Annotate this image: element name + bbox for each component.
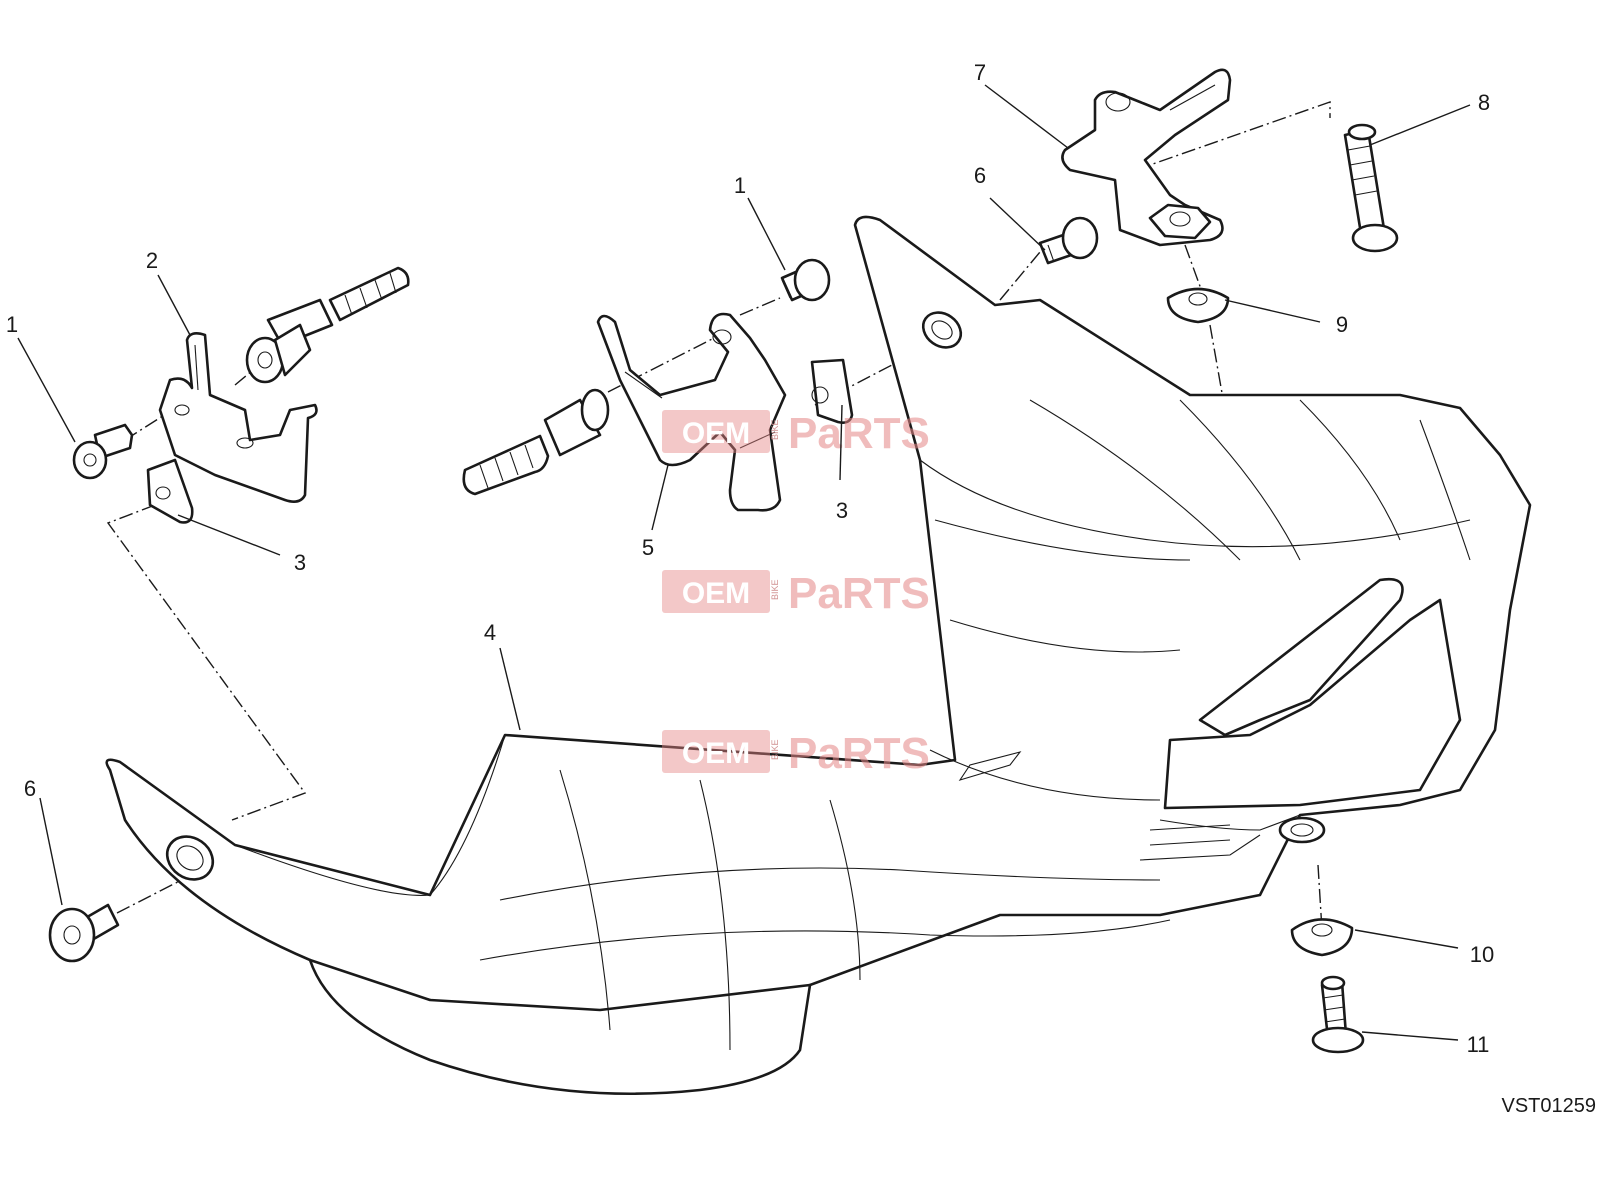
callout-11: 11 xyxy=(1467,1032,1490,1057)
callout-1-middle: 1 xyxy=(734,173,746,198)
svg-text:PaRTS: PaRTS xyxy=(788,569,930,618)
svg-text:BIKE: BIKE xyxy=(770,739,780,760)
callout-6-right: 6 xyxy=(974,163,986,188)
svg-text:OEM: OEM xyxy=(682,417,750,450)
left-bracket-assembly xyxy=(72,266,410,524)
watermark: OEM BIKE PaRTS OEM BIKE PaRTS OEM BIKE P… xyxy=(662,409,930,778)
washer-10-bolt-11 xyxy=(1290,918,1365,1054)
nut-7 xyxy=(1148,203,1212,240)
svg-text:OEM: OEM xyxy=(682,737,750,770)
washer-10 xyxy=(1290,918,1354,957)
watermark-1: OEM BIKE PaRTS xyxy=(662,409,930,458)
svg-text:BIKE: BIKE xyxy=(770,419,780,440)
callout-5: 5 xyxy=(642,535,654,560)
skid-plate-body xyxy=(105,215,1532,1071)
callout-7: 7 xyxy=(974,60,986,85)
skid-plate-vent xyxy=(1198,577,1404,737)
skid-plate-lower-shell xyxy=(308,958,812,1096)
callout-3-middle: 3 xyxy=(836,498,848,523)
callout-2: 2 xyxy=(146,248,158,273)
svg-text:PaRTS: PaRTS xyxy=(788,729,930,778)
middle-bracket-assembly xyxy=(462,258,854,512)
svg-text:PaRTS: PaRTS xyxy=(788,409,930,458)
bracket-2 xyxy=(158,332,318,503)
screw-6-left xyxy=(48,903,120,963)
callout-4: 4 xyxy=(484,620,496,645)
upper-bracket-assembly xyxy=(1038,68,1399,324)
drawing-code: VST01259 xyxy=(1501,1095,1596,1117)
callout-10: 10 xyxy=(1470,942,1494,967)
callout-labels: 1 2 3 6 4 1 5 3 6 7 8 9 10 11 xyxy=(6,60,1494,1057)
washer-9 xyxy=(1166,287,1230,324)
leader-lines xyxy=(17,84,1471,1041)
skid-plate xyxy=(105,215,1532,1096)
callout-1-left: 1 xyxy=(6,312,18,337)
skid-plate-side-wall xyxy=(1163,598,1462,810)
watermark-3: OEM BIKE PaRTS xyxy=(662,729,930,778)
callout-3-left: 3 xyxy=(294,550,306,575)
svg-text:OEM: OEM xyxy=(682,577,750,610)
watermark-2: OEM BIKE PaRTS xyxy=(662,569,930,618)
svg-text:BIKE: BIKE xyxy=(770,579,780,600)
callout-8: 8 xyxy=(1478,90,1490,115)
callout-6-left: 6 xyxy=(24,776,36,801)
bracket-7 xyxy=(1061,68,1232,247)
spacer-bolt-middle xyxy=(462,434,550,496)
callout-9: 9 xyxy=(1336,312,1348,337)
bracket-5 xyxy=(596,312,787,512)
